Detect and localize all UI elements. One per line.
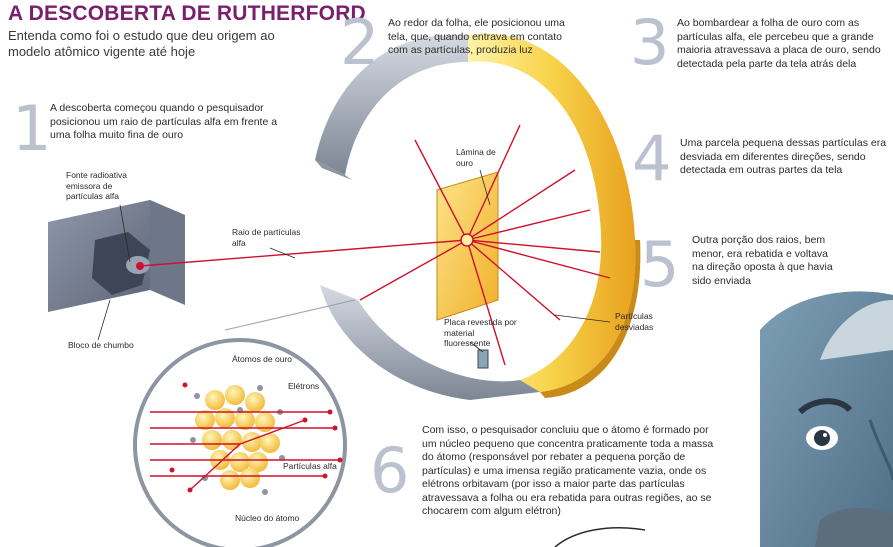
page-subtitle: Entenda como foi o estudo que deu origem… <box>8 28 275 59</box>
step-5-text: Outra porção dos raios, bem menor, era r… <box>692 234 833 287</box>
step-2-text: Ao redor da folha, ele posicionou uma te… <box>388 17 565 56</box>
alpha-rays <box>139 124 611 366</box>
label-alpha-ray: Raio de partículas alfa <box>232 227 301 248</box>
step-5-number: 5 <box>640 228 680 301</box>
label-alpha-particles: Partículas alfa <box>283 461 337 471</box>
alpha-particle-heads <box>169 382 343 493</box>
step-6-number: 6 <box>370 434 410 507</box>
step-1-number: 1 <box>12 92 52 165</box>
step-4-text: Uma parcela pequena dessas partículas er… <box>680 137 887 176</box>
label-deflected-particles: Partículas desviadas <box>615 311 654 332</box>
step-3-number: 3 <box>630 6 670 79</box>
fluorescent-screen <box>315 33 641 400</box>
label-fluorescent-plate: Placa revestida por material fluorescent… <box>444 317 517 348</box>
step-6-text: Com isso, o pesquisador concluiu que o á… <box>422 424 714 517</box>
impact-point <box>460 233 474 247</box>
label-electrons: Elétrons <box>288 381 320 391</box>
label-lead-block: Bloco de chumbo <box>68 340 134 350</box>
page-title: A DESCOBERTA DE RUTHERFORD <box>8 2 366 25</box>
rutherford-portrait <box>760 291 893 547</box>
atom-magnifier <box>133 299 356 547</box>
alpha-particle-tracks <box>150 411 340 491</box>
step-1-text: A descoberta começou quando o pesquisado… <box>50 102 278 141</box>
step-2-number: 2 <box>340 6 380 79</box>
step-4-number: 4 <box>632 122 672 195</box>
lead-block <box>48 200 185 312</box>
label-atom-nucleus: Núcleo do átomo <box>235 513 300 523</box>
label-gold-foil: Lâmina de ouro <box>456 147 496 168</box>
decorative-arc <box>554 527 646 547</box>
fluorescent-plate-sample <box>477 349 489 369</box>
label-radioactive-source: Fonte radioativa emissora de partículas … <box>66 170 127 201</box>
step-3-text: Ao bombardear a folha de ouro com as par… <box>677 17 881 70</box>
label-gold-atoms: Átomos de ouro <box>232 354 293 364</box>
